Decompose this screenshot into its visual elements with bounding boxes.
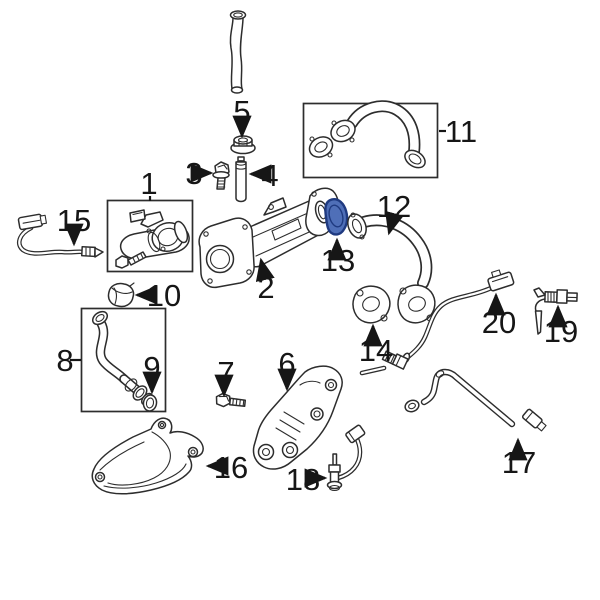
callout-16[interactable]: 16 xyxy=(214,450,248,485)
part-12-egr-pipe[interactable] xyxy=(344,211,436,324)
part-14-gasket[interactable] xyxy=(352,285,391,324)
callout-8[interactable]: 8 xyxy=(56,343,73,378)
part-5-nut[interactable] xyxy=(230,135,256,155)
callout-18[interactable]: 18 xyxy=(286,462,320,497)
part-17-tube[interactable] xyxy=(404,368,548,433)
callout-11[interactable]: 11 xyxy=(445,114,477,149)
part-10-cap[interactable] xyxy=(107,282,135,308)
callout-12[interactable]: 12 xyxy=(377,189,411,224)
callout-arrows xyxy=(64,115,568,488)
part-6-bracket[interactable] xyxy=(252,365,343,470)
callout-13[interactable]: 13 xyxy=(321,243,355,278)
callout-5[interactable]: 5 xyxy=(233,94,250,129)
callout-6[interactable]: 6 xyxy=(278,346,295,381)
vent-tube xyxy=(229,10,247,94)
part-19-sensor[interactable] xyxy=(533,287,578,335)
callout-15[interactable]: 15 xyxy=(57,203,91,238)
callout-14[interactable]: 14 xyxy=(359,333,393,368)
part-9-seal-ring[interactable] xyxy=(142,394,158,412)
part-1-egr-valve[interactable] xyxy=(106,199,194,273)
callout-9[interactable]: 9 xyxy=(143,350,160,385)
part-15-sensor-wire[interactable] xyxy=(17,213,104,258)
part-7-bolt[interactable] xyxy=(215,392,247,409)
callout-4[interactable]: 4 xyxy=(261,158,278,193)
callout-19[interactable]: 19 xyxy=(544,314,578,349)
part-16-heat-shield[interactable] xyxy=(91,417,204,495)
part-18-sensor[interactable] xyxy=(326,424,366,492)
callout-20[interactable]: 20 xyxy=(482,305,516,340)
callout-7[interactable]: 7 xyxy=(217,355,234,390)
callout-labels: 1 2 3 4 5 6 7 8 9 10 11 12 13 14 15 16 1… xyxy=(56,94,578,497)
part-20-sensor-cable[interactable] xyxy=(359,267,515,376)
callout-3[interactable]: 3 xyxy=(185,156,202,191)
callout-10[interactable]: 10 xyxy=(147,278,181,313)
callout-2[interactable]: 2 xyxy=(257,270,274,305)
part-4-stud[interactable] xyxy=(235,156,247,203)
part-3-bolt[interactable] xyxy=(212,161,230,190)
callout-17[interactable]: 17 xyxy=(502,445,536,480)
callout-1[interactable]: 1 xyxy=(140,166,157,201)
part-13-gasket-highlighted[interactable] xyxy=(321,197,351,237)
part-11-tube-assembly[interactable] xyxy=(302,100,439,179)
part-8-box xyxy=(80,307,167,413)
